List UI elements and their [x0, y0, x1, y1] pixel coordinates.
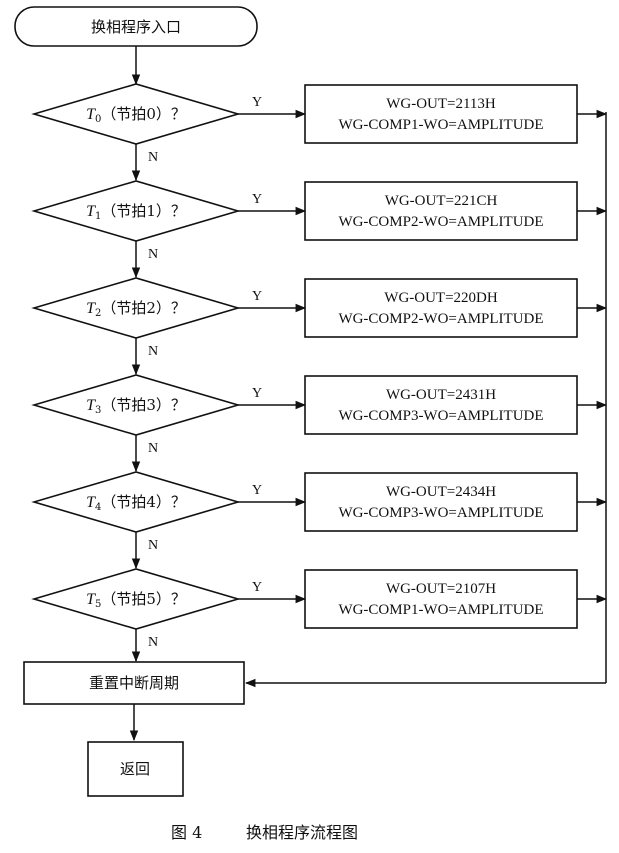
return-box: 返回 [87, 741, 184, 797]
start-terminal: 换相程序入口 [14, 6, 258, 47]
start-label: 换相程序入口 [91, 18, 181, 36]
decision-2: T2（节拍2）？ [31, 277, 241, 339]
decision-label: T4（节拍4）？ [86, 493, 186, 513]
action-line-2: WG-COMP2-WO=AMPLITUDE [338, 214, 543, 230]
reset-box: 重置中断周期 [23, 661, 245, 705]
no-label: N [148, 344, 158, 359]
decision-1: T1（节拍1）？ [31, 180, 241, 242]
yes-label: Y [252, 580, 262, 595]
decision-label: T1（节拍1）？ [86, 202, 186, 222]
caption-title: 换相程序流程图 [246, 823, 358, 842]
decision-label: T3（节拍3）？ [86, 396, 186, 416]
action-box-0: WG-OUT=2113H WG-COMP1-WO=AMPLITUDE [304, 84, 578, 144]
action-line-2: WG-COMP2-WO=AMPLITUDE [338, 311, 543, 327]
action-box-1: WG-OUT=221CH WG-COMP2-WO=AMPLITUDE [304, 181, 578, 241]
action-line-1: WG-OUT=220DH [384, 290, 498, 306]
action-box-3: WG-OUT=2431H WG-COMP3-WO=AMPLITUDE [304, 375, 578, 435]
decisions-layer: T0（节拍0）？ T1（节拍1）？ T2（节拍2）？ T3（节拍3）？ T4（节拍4）？… [31, 83, 241, 630]
action-line-2: WG-COMP1-WO=AMPLITUDE [338, 117, 543, 133]
decision-3: T3（节拍3）？ [31, 374, 241, 436]
action-line-1: WG-OUT=2434H [386, 484, 496, 500]
caption-figure-number: 图 4 [171, 823, 202, 842]
action-line-2: WG-COMP3-WO=AMPLITUDE [338, 505, 543, 521]
decision-label: T2（节拍2）？ [86, 299, 186, 319]
action-line-1: WG-OUT=2431H [386, 387, 496, 403]
decision-label: T0（节拍0）？ [86, 105, 186, 125]
yes-label: Y [252, 386, 262, 401]
decision-label: T5（节拍5）？ [86, 590, 186, 610]
yes-label: Y [252, 289, 262, 304]
action-box-4: WG-OUT=2434H WG-COMP3-WO=AMPLITUDE [304, 472, 578, 532]
decision-0: T0（节拍0）？ [31, 83, 241, 145]
no-label: N [148, 538, 158, 553]
actions-layer: WG-OUT=2113HWG-COMP1-WO=AMPLITUDEWG-OUT=… [304, 84, 578, 629]
no-label: N [148, 150, 158, 165]
action-line-2: WG-COMP1-WO=AMPLITUDE [338, 602, 543, 618]
action-box-5: WG-OUT=2107H WG-COMP1-WO=AMPLITUDE [304, 569, 578, 629]
action-box-2: WG-OUT=220DH WG-COMP2-WO=AMPLITUDE [304, 278, 578, 338]
no-label: N [148, 247, 158, 262]
decision-5: T5（节拍5）？ [31, 568, 241, 630]
yes-label: Y [252, 95, 262, 110]
edges-layer: Y N Y N Y N Y N Y N Y N [131, 95, 608, 663]
reset-label: 重置中断周期 [89, 674, 179, 692]
decision-4: T4（节拍4）？ [31, 471, 241, 533]
no-label: N [148, 441, 158, 456]
action-line-2: WG-COMP3-WO=AMPLITUDE [338, 408, 543, 424]
yes-label: Y [252, 483, 262, 498]
action-line-1: WG-OUT=2113H [386, 96, 496, 112]
return-label: 返回 [120, 760, 150, 778]
yes-label: Y [252, 192, 262, 207]
action-line-1: WG-OUT=221CH [385, 193, 498, 209]
action-line-1: WG-OUT=2107H [386, 581, 496, 597]
no-label: N [148, 635, 158, 650]
